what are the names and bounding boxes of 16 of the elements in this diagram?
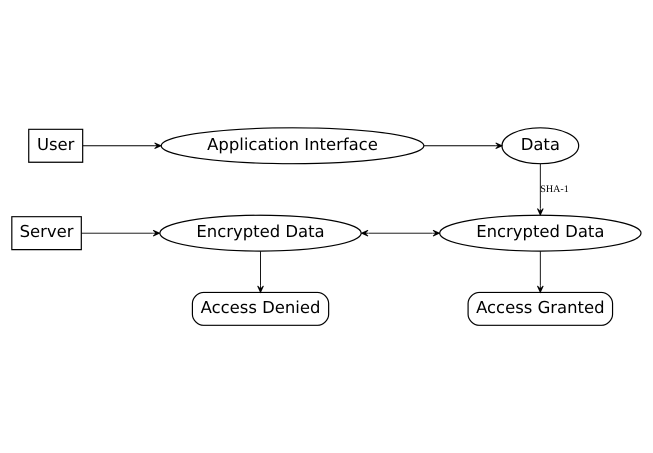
arrow (257, 251, 264, 293)
node-box: User (28, 128, 84, 163)
arrow (81, 230, 160, 237)
edge-label: SHA-1 (540, 184, 569, 196)
arrow (82, 142, 162, 150)
node-box: Access Denied (192, 292, 330, 326)
node-ellipse: Data (501, 127, 580, 164)
node-box: Server (11, 216, 82, 250)
arrow (423, 142, 503, 150)
node-ellipse: Encrypted Data (159, 214, 362, 252)
arrow (536, 164, 544, 216)
node-ellipse: Encrypted Data (439, 214, 642, 252)
arrow (361, 230, 440, 237)
arrow (536, 251, 544, 293)
node-ellipse: Application Interface (160, 127, 424, 164)
node-box: Access Granted (467, 292, 614, 326)
